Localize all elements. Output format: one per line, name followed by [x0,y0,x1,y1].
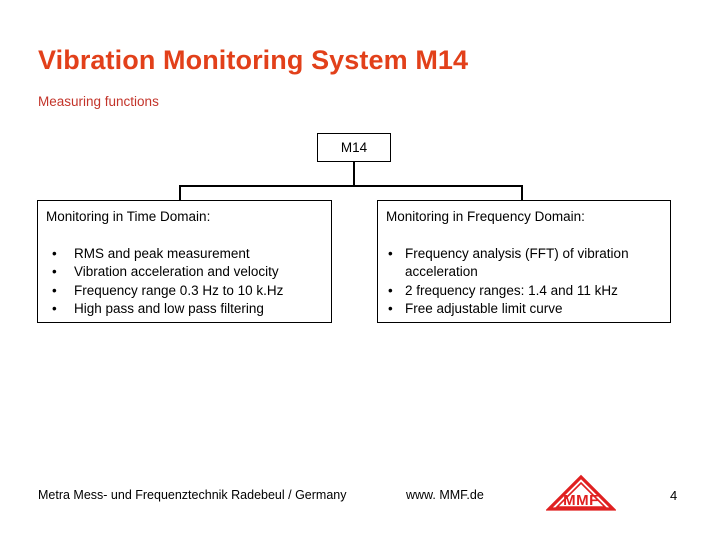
panel-time-domain-bullet-list: • RMS and peak measurement • Vibration a… [46,245,325,319]
list-item: • Frequency analysis (FFT) of vibration … [386,245,664,282]
panel-frequency-domain-heading: Monitoring in Frequency Domain: [386,209,585,224]
bullet-icon: • [52,264,57,280]
bullet-icon: • [388,246,393,261]
connector-drop-left [179,185,182,201]
bullet-icon: • [52,301,57,317]
page-number: 4 [670,488,678,503]
footer-company-text: Metra Mess- und Frequenztechnik Radebeul… [38,488,347,502]
panel-frequency-domain-bullet-list: • Frequency analysis (FFT) of vibration … [386,245,664,319]
list-item: • Free adjustable limit curve [386,300,664,318]
bullet-icon: • [52,282,57,298]
diagram-root-label: M14 [340,140,368,155]
list-item-label: 2 frequency ranges: 1.4 and 11 kHz [405,282,618,298]
list-item: • 2 frequency ranges: 1.4 and 11 kHz [386,282,664,300]
connector-drop-right [520,185,523,201]
list-item-label: Frequency range 0.3 Hz to 10 k.Hz [74,282,284,298]
bullet-icon: • [388,282,393,298]
connector-horizontal-bus [179,185,523,188]
list-item-label: Free adjustable limit curve [405,301,563,317]
page-subtitle: Measuring functions [38,94,159,109]
list-item-label: Frequency analysis (FFT) of vibration ac… [405,246,629,280]
footer-website-text: www. MMF.de [406,488,484,502]
list-item-label: Vibration acceleration and velocity [74,264,279,280]
list-item: • RMS and peak measurement [46,245,325,263]
connector-root-stem [353,162,356,187]
svg-text:MMF: MMF [563,492,599,509]
panel-time-domain-heading: Monitoring in Time Domain: [46,209,211,224]
mmf-logo-icon: MMF [545,474,617,512]
list-item: • High pass and low pass filtering [46,300,325,318]
list-item-label: High pass and low pass filtering [74,301,264,317]
panel-frequency-domain: Monitoring in Frequency Domain: • Freque… [377,200,671,323]
bullet-icon: • [388,301,393,317]
diagram-root-node: M14 [317,133,391,162]
list-item-label: RMS and peak measurement [74,246,250,261]
bullet-icon: • [52,246,57,261]
list-item: • Frequency range 0.3 Hz to 10 k.Hz [46,282,325,300]
page-title: Vibration Monitoring System M14 [38,45,469,75]
list-item: • Vibration acceleration and velocity [46,263,325,281]
panel-time-domain: Monitoring in Time Domain: • RMS and pea… [37,200,332,323]
